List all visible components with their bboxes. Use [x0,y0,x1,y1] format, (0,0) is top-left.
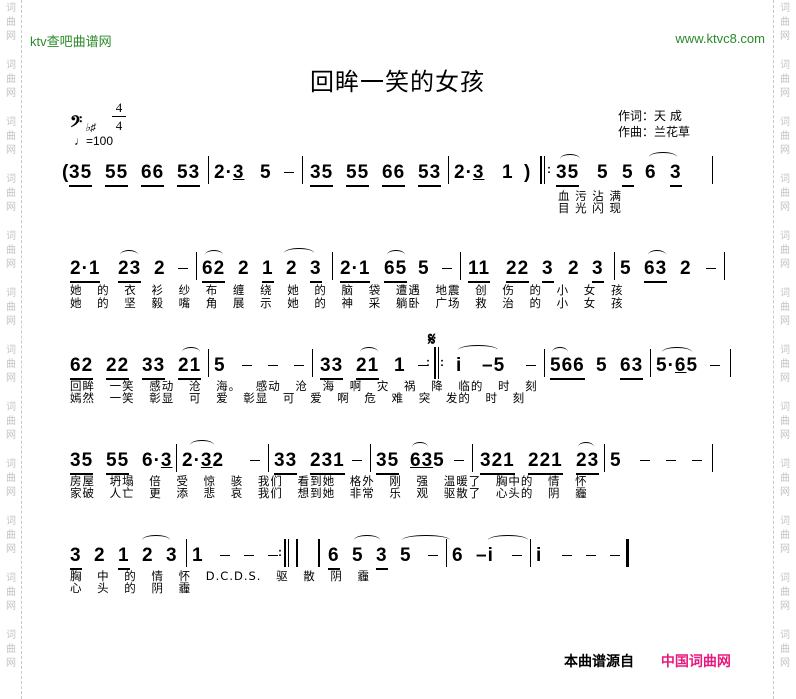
watermark-column-left: 词曲网词曲网词曲网词曲网词曲网词曲网词曲网词曲网词曲网词曲网词曲网词曲网 [0,0,22,699]
lyrics-line-2-verse-2: 她 的 坚 毅 嘴 角 展 示 她 的 神 采 躺卧 广场 救 治 的 小 女 … [70,296,624,310]
lyrics-line-4-verse-1: 房屋 坍塌 倍 受 惊 骇 我们 看到她 格外 刚 强 温暖了 胸中的 情 怀 [70,474,588,488]
site-url-right: www.ktvc8.com [675,31,765,46]
watermark-text: 词曲网 [780,630,790,669]
lyricist-label: 作词： [618,109,655,123]
time-signature-top: 4 [112,100,126,117]
lyrics-line-3-verse-2: 嫣然 一笑 彰显 可 爱 彰显 可 爱 啊 危 难 突 发的 时 刻 [70,391,526,405]
accidental-icon: ♭♯ [85,122,96,134]
watermark-text: 词曲网 [780,117,790,156]
segno-icon: 𝄋 [428,329,437,349]
watermark-text: 词曲网 [780,402,790,441]
clef-icon: 𝄢 [70,114,83,135]
composer: 兰花草 [654,125,691,139]
watermark-text: 词曲网 [6,516,16,555]
watermark-text: 词曲网 [6,402,16,441]
watermark-text: 词曲网 [6,174,16,213]
lyrics-line-4-verse-2: 家破 人亡 更 添 悲 哀 我们 想到她 非常 乐 观 驱散了 心头的 阴 霾 [70,486,588,500]
lyrics-line-5-verse-2: 心 头 的 阴 霾 [70,581,192,595]
watermark-text: 词曲网 [780,3,790,42]
watermark-text: 词曲网 [6,231,16,270]
watermark-text: 词曲网 [780,174,790,213]
score-sheet: ktv查吧曲谱网 www.ktvc8.com 回眸一笑的女孩 𝄢 ♭♯ 4 4 … [22,0,773,699]
credits: 作词：天 成 作曲：兰花草 [618,108,690,140]
composer-label: 作曲： [618,125,655,139]
watermark-text: 词曲网 [6,288,16,327]
watermark-text: 词曲网 [780,573,790,612]
watermark-text: 词曲网 [780,459,790,498]
watermark-text: 词曲网 [6,573,16,612]
watermark-text: 词曲网 [6,345,16,384]
lyrics-line-2-verse-1: 她 的 衣 衫 纱 布 缠 绕 她 的 脑 袋 遭遇 地震 创 伤 的 小 女 … [70,283,624,297]
watermark-text: 词曲网 [780,516,790,555]
site-name-left: ktv查吧曲谱网 [30,34,112,49]
source-label: 本曲谱源自 [564,654,634,670]
watermark-text: 词曲网 [6,459,16,498]
tempo-marking: ♩=100 [74,134,114,148]
lyrics-line-1-verse-1: 血 污 沾 满 [558,189,622,203]
watermark-text: 词曲网 [780,60,790,99]
lyrics-line-5-verse-1: 胸 中 的 情 怀 D.C.D.S. 驱 散 阴 霾 [70,569,371,583]
source-credit: 本曲谱源自 中国词曲网 [564,651,731,671]
watermark-text: 词曲网 [6,117,16,156]
watermark-text: 词曲网 [6,630,16,669]
source-site-link[interactable]: 中国词曲网 [660,654,731,670]
time-signature-bottom: 4 [115,118,123,133]
watermark-text: 词曲网 [6,3,16,42]
watermark-column-right: 词曲网词曲网词曲网词曲网词曲网词曲网词曲网词曲网词曲网词曲网词曲网词曲网 [773,0,795,699]
watermark-text: 词曲网 [6,60,16,99]
lyrics-line-3-verse-1: 回眸 一笑 感动 沧 海。 感动 沧 海 啊 灾 祸 降 临的 时 刻 [70,379,538,393]
song-title: 回眸一笑的女孩 [310,68,485,96]
lyrics-line-1-verse-2: 目 光 闪 现 [558,201,622,215]
watermark-text: 词曲网 [780,288,790,327]
watermark-text: 词曲网 [780,345,790,384]
watermark-text: 词曲网 [780,231,790,270]
lyricist: 天 成 [654,109,682,123]
